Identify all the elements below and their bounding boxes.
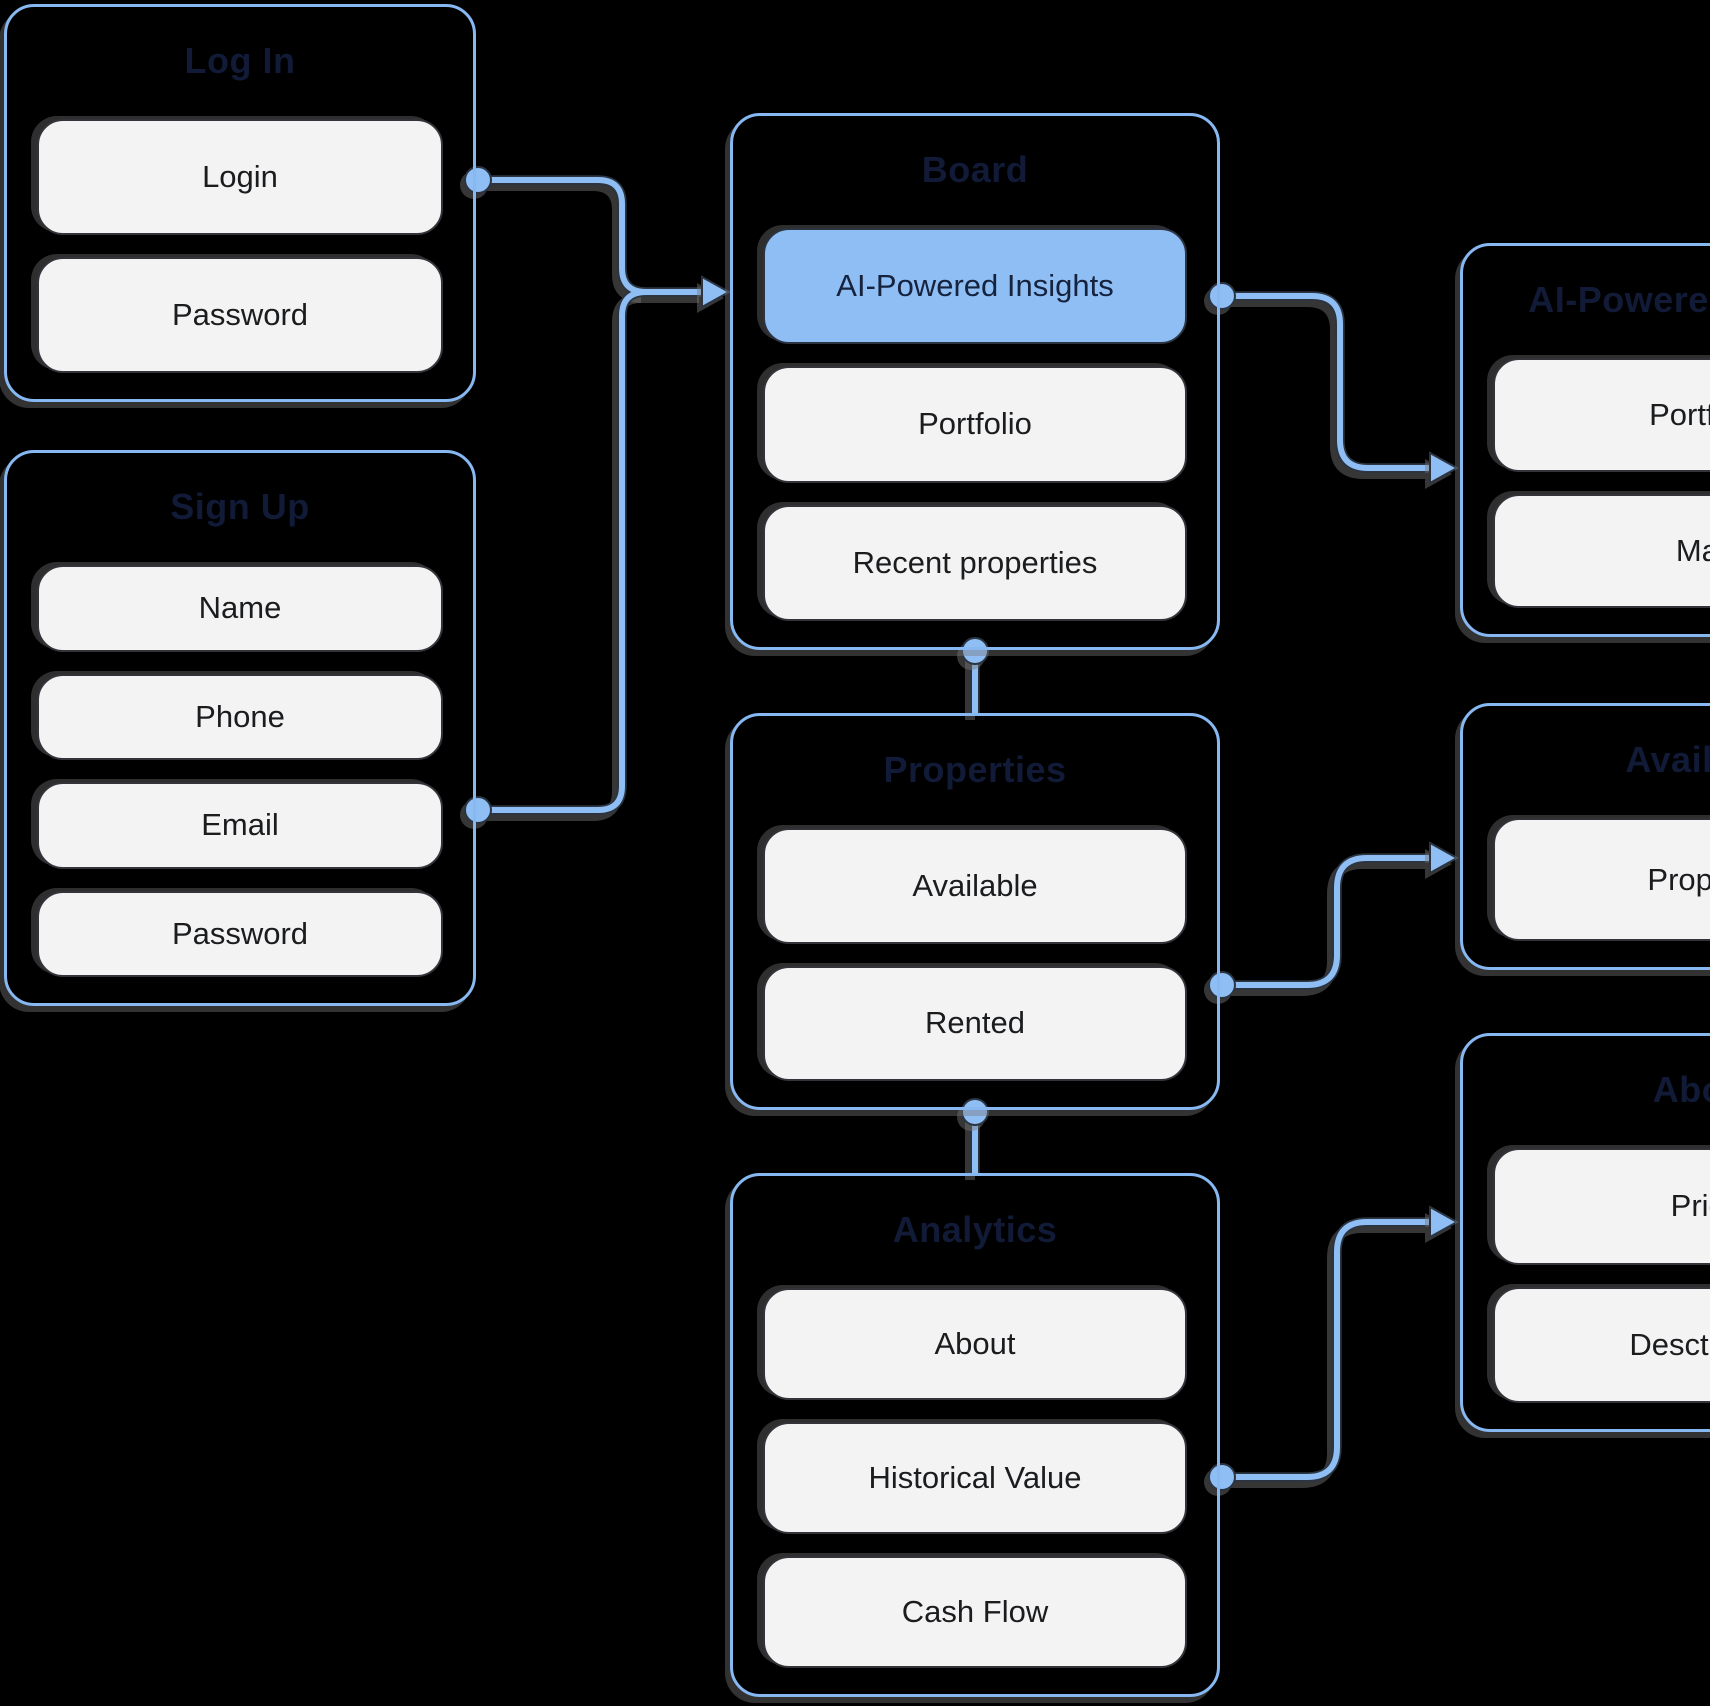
- node-title-sign-up: Sign Up: [170, 486, 310, 527]
- node-button-login[interactable]: Login: [37, 119, 443, 235]
- node-button-portfolio[interactable]: Portfolio: [763, 366, 1187, 483]
- node-ai-powered-insights-detail[interactable]: AI-Powered InsightsPortfolioMap: [1460, 243, 1710, 637]
- connector-endpoint-dot[interactable]: [961, 1098, 989, 1126]
- connector-shadow: [473, 293, 642, 821]
- connector-endpoint-dot[interactable]: [1208, 282, 1236, 310]
- node-button-password[interactable]: Password: [37, 890, 443, 977]
- node-button-group: PortfolioMap: [1493, 358, 1710, 608]
- node-button-available[interactable]: Available: [763, 828, 1187, 944]
- node-button-map[interactable]: Map: [1493, 494, 1710, 608]
- node-button-price[interactable]: Price: [1493, 1148, 1710, 1265]
- node-button-ai-powered-insights[interactable]: AI-Powered Insights: [763, 228, 1187, 345]
- connector-signup-to-board[interactable]: [478, 289, 647, 813]
- connector-outline: [478, 175, 704, 297]
- node-title-available: Available: [1625, 739, 1710, 780]
- connector-endpoint-dot[interactable]: [1208, 1463, 1236, 1491]
- node-button-group: Property: [1493, 818, 1710, 941]
- node-title-board: Board: [921, 149, 1029, 190]
- connector-endpoint-dot[interactable]: [464, 796, 492, 824]
- connector-shadow: [1217, 297, 1425, 479]
- connector-endpoint-dot[interactable]: [1208, 971, 1236, 999]
- node-button-rented[interactable]: Rented: [763, 965, 1187, 1081]
- node-button-name[interactable]: Name: [37, 565, 443, 652]
- node-button-cash-flow[interactable]: Cash Flow: [763, 1556, 1187, 1668]
- node-title-ai-powered-insights: AI-Powered Insights: [1528, 279, 1710, 320]
- node-button-desctiption[interactable]: Desctiption: [1493, 1286, 1710, 1403]
- connector-login-to-board[interactable]: [478, 177, 704, 295]
- node-button-recent-properties[interactable]: Recent properties: [763, 504, 1187, 621]
- connector-arrowhead: [1429, 841, 1460, 875]
- connector-properties-to-available[interactable]: [1222, 855, 1430, 988]
- connector-endpoint-dot[interactable]: [961, 637, 989, 665]
- connector-arrowhead: [1429, 451, 1460, 485]
- node-button-phone[interactable]: Phone: [37, 673, 443, 760]
- node-available-detail[interactable]: AvailableProperty: [1460, 703, 1710, 970]
- node-button-historical-value[interactable]: Historical Value: [763, 1422, 1187, 1534]
- connector-analytics-to-about[interactable]: [1222, 1219, 1430, 1480]
- connector-outline: [1222, 1217, 1430, 1482]
- node-button-password[interactable]: Password: [37, 257, 443, 373]
- node-title-analytics: Analytics: [892, 1209, 1058, 1250]
- connector-shadow: [1217, 859, 1425, 996]
- node-title-log-in: Log In: [184, 40, 296, 81]
- connector-shadow: [1217, 1223, 1425, 1488]
- connector-arrowhead: [1429, 1205, 1460, 1239]
- node-title-properties: Properties: [883, 749, 1067, 790]
- connector-outline: [1222, 853, 1430, 990]
- connector-insights-to-detail[interactable]: [1222, 293, 1430, 471]
- connector-arrowhead: [701, 275, 732, 309]
- connector-shadow: [473, 181, 699, 303]
- node-button-email[interactable]: Email: [37, 782, 443, 869]
- connector-endpoint-dot[interactable]: [464, 166, 492, 194]
- node-button-portfolio[interactable]: Portfolio: [1493, 358, 1710, 472]
- node-button-group: PriceDesctiption: [1493, 1148, 1710, 1403]
- connector-outline: [1222, 291, 1430, 473]
- node-about-detail[interactable]: AboutPriceDesctiption: [1460, 1033, 1710, 1432]
- node-title-about: About: [1652, 1069, 1710, 1110]
- node-button-about[interactable]: About: [763, 1288, 1187, 1400]
- node-button-property[interactable]: Property: [1493, 818, 1710, 941]
